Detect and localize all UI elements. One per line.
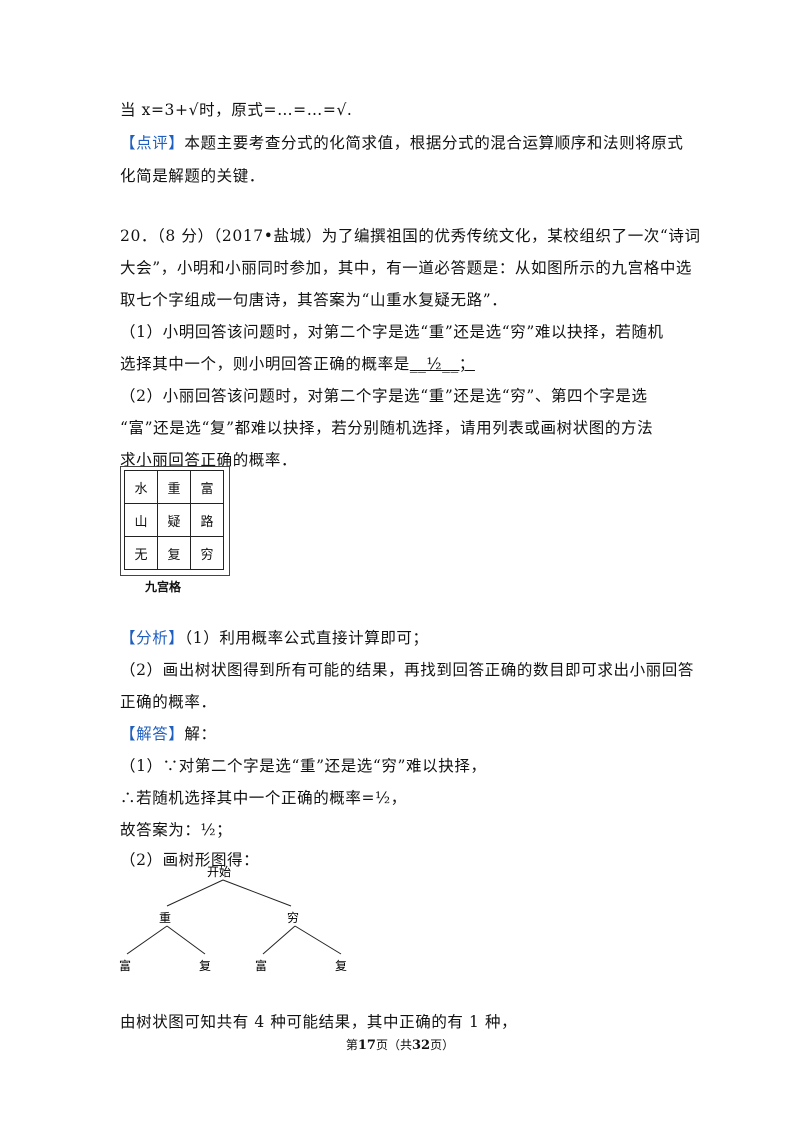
footer-post: 页） [430,1038,455,1052]
q20-line-4: （1）小明回答该问题时，对第二个字是选“重”还是选“穷”难以抉择，若随机 [120,323,664,341]
q20-line-1: 20．（8 分）（2017•盐城）为了编撰祖国的优秀传统文化，某校组织了一次“诗… [120,227,701,245]
grid-cell: 无 [124,536,158,570]
tree-branch [126,925,168,955]
fenxi-text-1: （1）利用概率公式直接计算即可； [184,629,429,647]
tree-leaf: 复 [335,959,347,973]
jieda-tag: 【解答】 [120,725,185,743]
footer-pre: 第 [345,1038,358,1052]
tree-branch [166,925,206,955]
jieda-line-1: 【解答】解： [120,722,217,744]
q20-line-6: （2）小丽回答该问题时，对第二个字是选“重”还是选“穷”、第四个字是选 [120,387,648,405]
tree-diagram: 开始 重 穷 富 复 富 复 [119,865,347,973]
result-line: 当 x=3+√时，原式=…=…=√. [120,101,353,119]
grid-cell: 复 [157,536,191,570]
page-footer: 第17页（共32页） [0,1036,800,1053]
fenxi-line-2: （2）画出树状图得到所有可能的结果，再找到回答正确的数目即可求出小丽回答 [120,661,694,679]
tree-branch [222,879,292,907]
fenxi-line-3: 正确的概率． [120,693,217,711]
jieda-line-4: 故答案为：½； [120,821,233,839]
q20-line-8: 求小丽回答正确的概率． [120,451,298,469]
q20-line-5-text: 选择其中一个，则小明回答正确的概率是 [120,355,410,373]
fenxi-tag: 【分析】 [120,629,185,647]
grid-cell: 穷 [190,536,224,570]
grid-cell: 山 [124,503,158,537]
grid-caption: 九宫格 [145,580,182,594]
grid-cell: 路 [190,503,224,537]
footer-mid: 页（共 [375,1038,412,1052]
jieda-line-2: （1）∵对第二个字是选“重”还是选“穷”难以抉择， [120,757,487,775]
conclusion-line: 由树状图可知共有 4 种可能结果，其中正确的有 1 种， [120,1013,518,1031]
q20-line-3: 取七个字组成一句唐诗，其答案为“山重水复疑无路”． [120,291,508,309]
grid-cell: 富 [190,470,224,504]
dianping-text-1: 本题主要考查分式的化简求值，根据分式的混合运算顺序和法则将原式 [184,134,684,152]
dianping-line-1: 【点评】本题主要考查分式的化简求值，根据分式的混合运算顺序和法则将原式 [120,131,684,153]
tree-node-l1: 穷 [287,910,299,925]
tree-branch [262,925,296,955]
tree-node-l1: 重 [159,911,171,925]
jieda-text-1: 解： [184,725,217,743]
grid-cell: 疑 [157,503,191,537]
nine-grid-frame [120,466,230,576]
footer-total-pages: 32 [412,1038,431,1053]
tree-branch [166,879,224,907]
q20-line-2: 大会”，小明和小丽同时参加，其中，有一道必答题是：从如图所示的九宫格中选 [120,259,693,277]
tree-leaf: 复 [199,959,211,973]
tree-root: 开始 [207,865,231,879]
q20-line-7: “富”还是选“复”都难以抉择，若分别随机选择，请用列表或画树状图的方法 [120,419,654,437]
jieda-line-3: ∴若随机选择其中一个正确的概率=½， [120,789,407,807]
tree-branch [294,925,342,955]
grid-cell: 重 [157,470,191,504]
footer-page-number: 17 [357,1038,376,1053]
tree-leaf: 富 [119,958,131,973]
dianping-tag: 【点评】 [120,134,185,152]
dianping-line-2: 化简是解题的关键． [120,167,265,185]
jieda-line-5: （2）画树形图得： [120,851,260,869]
grid-cell: 水 [124,470,158,504]
fenxi-line-1: 【分析】（1）利用概率公式直接计算即可； [120,626,429,648]
q20-line-5: 选择其中一个，则小明回答正确的概率是__½__； [120,352,475,374]
tree-leaf: 富 [255,958,267,973]
answer-blank: __½__； [409,355,475,373]
nine-grid: 水 重 富 山 疑 路 无 复 穷 [124,470,224,570]
